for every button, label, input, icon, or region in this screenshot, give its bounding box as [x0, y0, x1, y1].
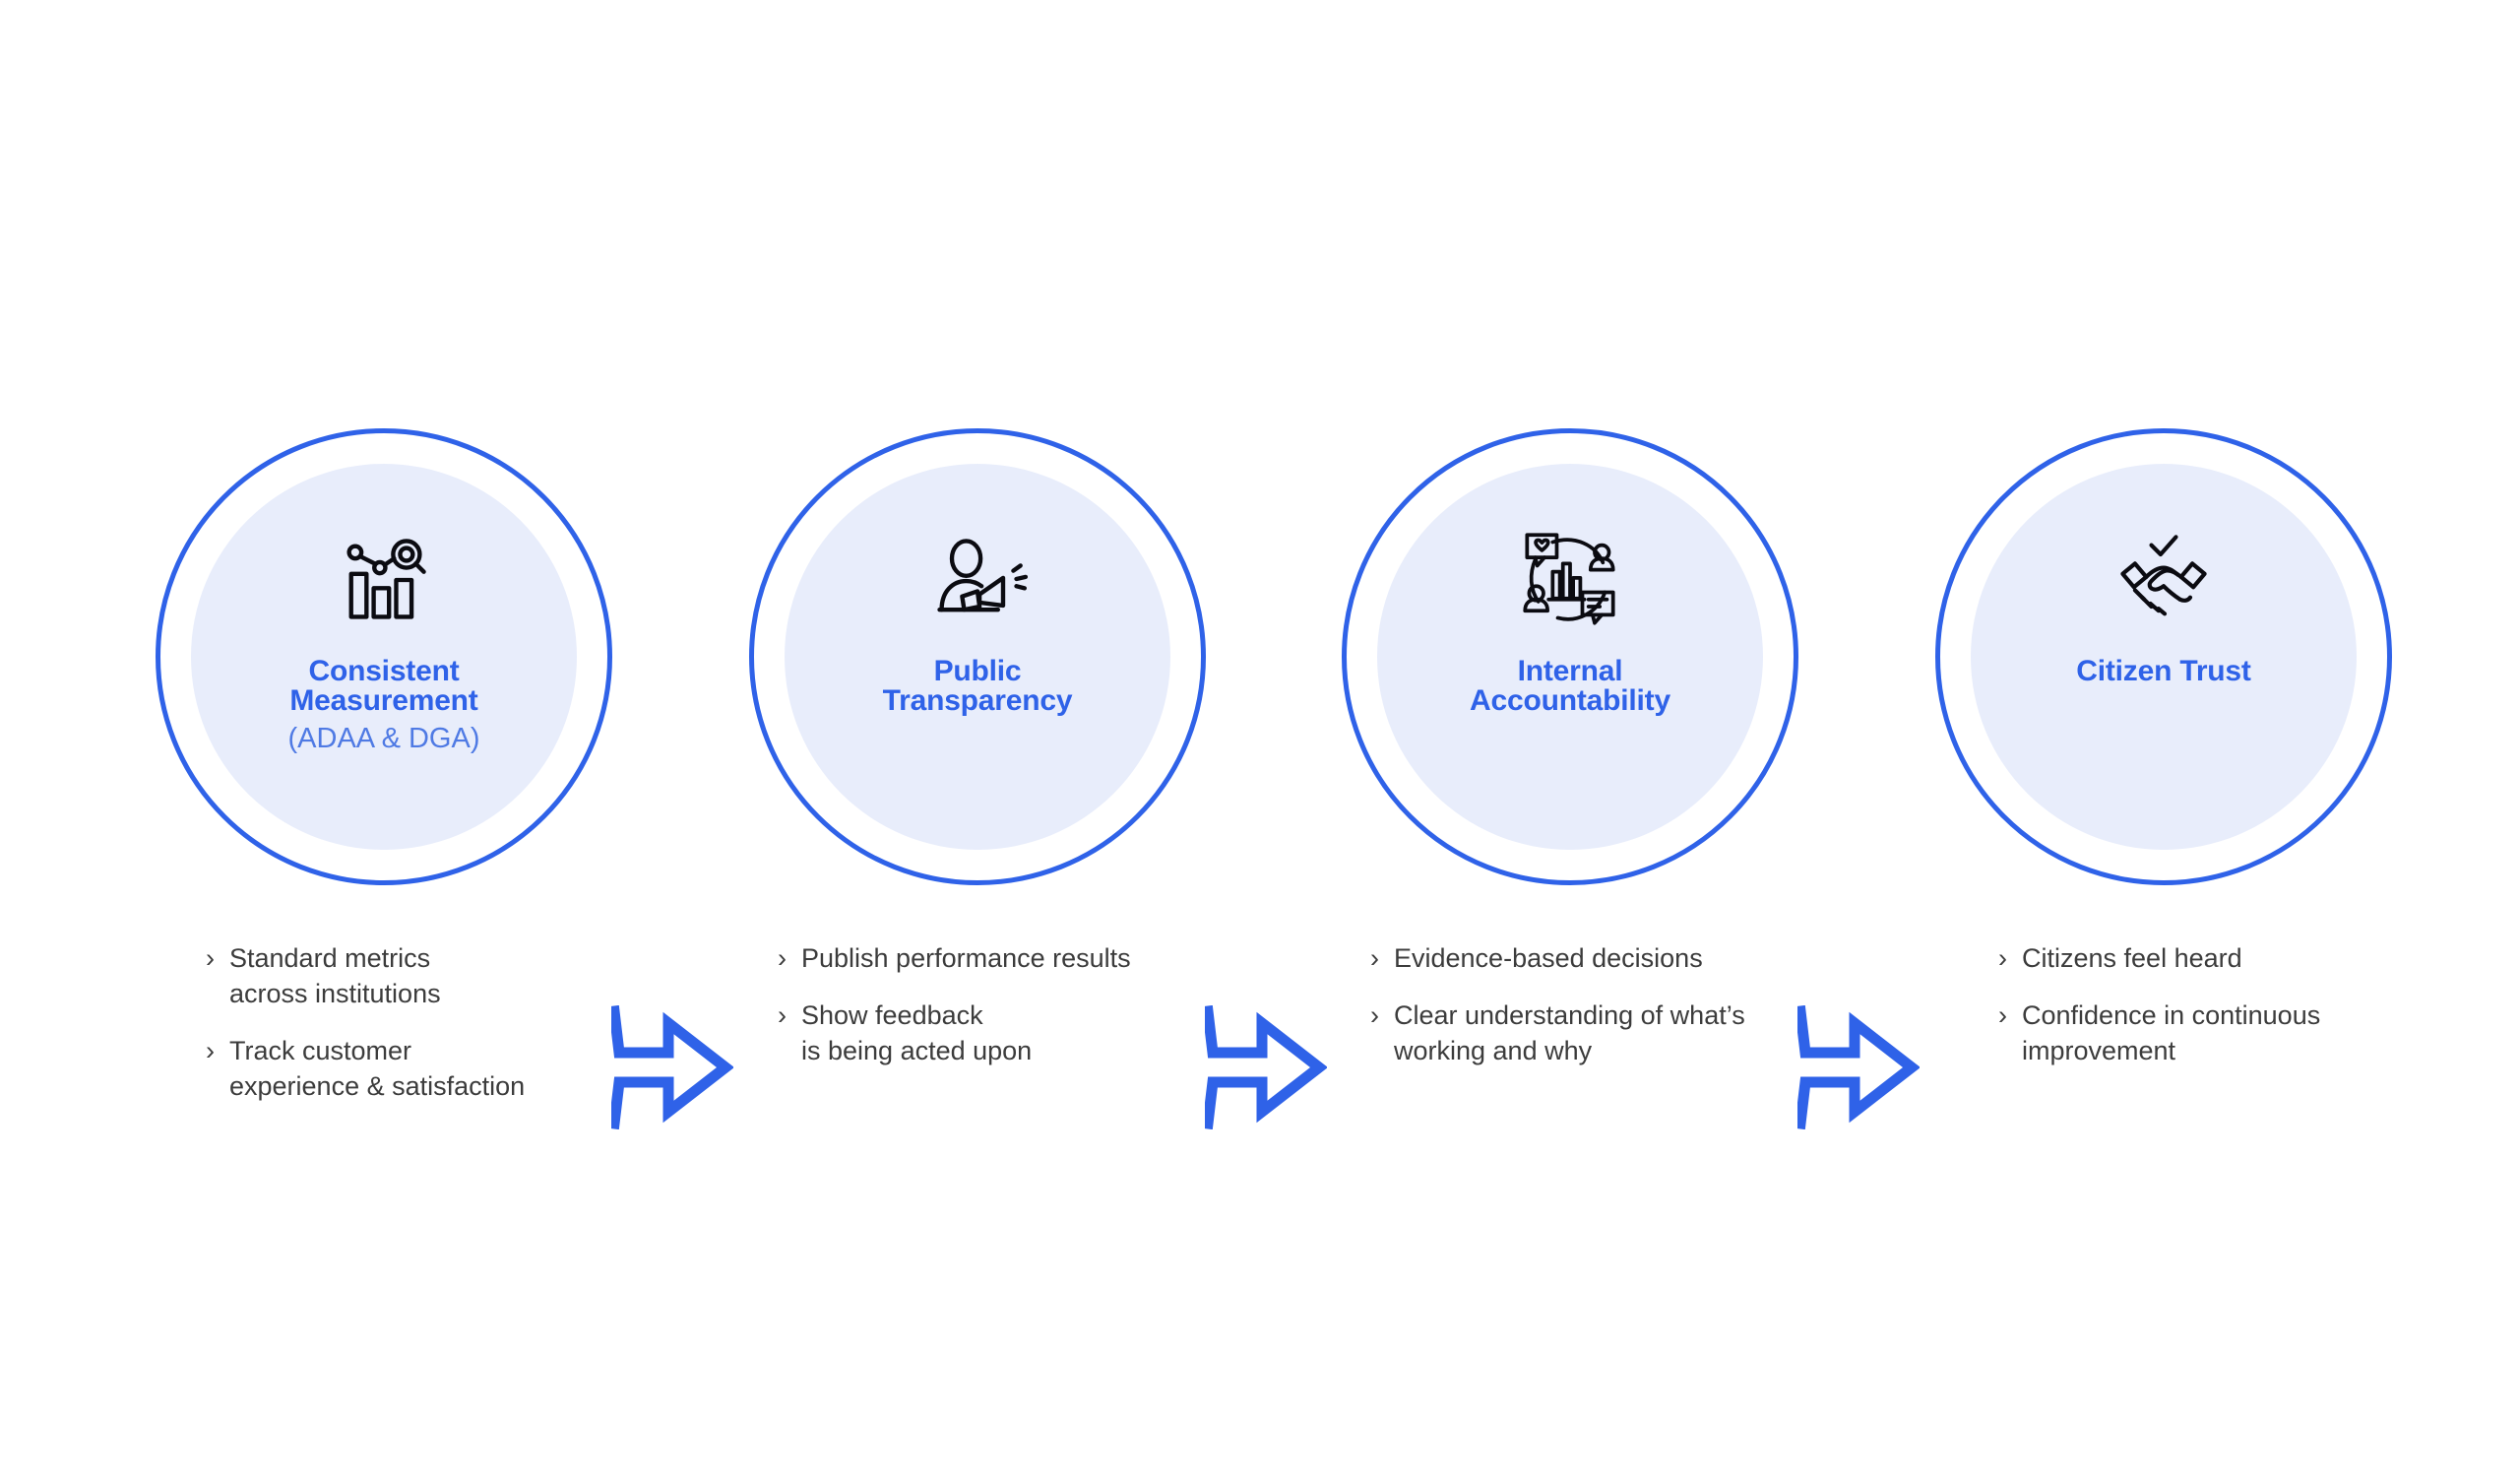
stage-title-line: Public	[933, 655, 1022, 687]
stage-ring-4	[1935, 428, 2392, 885]
arrow-stage3-to-stage4	[1797, 1005, 1920, 1129]
list-item: › Confidence in continuous improvement	[1998, 997, 2461, 1068]
list-item-text: Standard metrics across institutions	[229, 943, 441, 1008]
list-item: › Show feedback is being acted upon	[778, 997, 1201, 1068]
person-megaphone-icon	[926, 529, 1029, 631]
stage-title-line: Accountability	[1470, 684, 1670, 717]
list-item: › Publish performance results	[778, 940, 1201, 976]
stage-title-line: Citizen Trust	[2076, 655, 2251, 687]
list-item-text: Confidence in continuous improvement	[2022, 1000, 2321, 1065]
chevron-right-icon: ›	[206, 943, 215, 973]
arrow-right-icon	[611, 1005, 733, 1129]
stage-node-4[interactable]: Citizen Trust	[1935, 428, 2392, 885]
bullet-list-stage-4: › Citizens feel heard › Confidence in co…	[1998, 940, 2461, 1068]
arrow-stage2-to-stage3	[1205, 1005, 1327, 1129]
chevron-right-icon: ›	[1370, 1000, 1379, 1030]
chevron-right-icon: ›	[206, 1036, 215, 1065]
stage-node-1[interactable]: Consistent Measurement (ADAA & DGA)	[156, 428, 612, 885]
stage-node-3[interactable]: Internal Accountability	[1342, 428, 1798, 885]
stage-title-line: Consistent	[308, 655, 460, 687]
list-item: › Clear understanding of what’s working …	[1370, 997, 1833, 1068]
stage-subtitle-1: (ADAA & DGA)	[287, 723, 480, 754]
list-item: › Standard metrics across institutions	[206, 940, 619, 1011]
arrow-right-icon	[1797, 1005, 1920, 1129]
bar-chart-analytics-icon	[333, 529, 435, 631]
arrow-stage1-to-stage2	[611, 1005, 733, 1129]
handshake-check-icon	[2112, 529, 2215, 631]
chevron-right-icon: ›	[1370, 943, 1379, 973]
chevron-right-icon: ›	[778, 1000, 787, 1030]
feedback-loop-icon	[1519, 529, 1621, 631]
list-item-text: Evidence-based decisions	[1394, 943, 1703, 973]
stage-title-2: Public Transparency	[883, 657, 1073, 716]
chevron-right-icon: ›	[778, 943, 787, 973]
bullet-list-stage-1: › Standard metrics across institutions ›…	[206, 940, 619, 1104]
stage-title-3: Internal Accountability	[1470, 657, 1670, 716]
stage-ring-3	[1342, 428, 1798, 885]
list-item: › Track customer experience & satisfacti…	[206, 1033, 619, 1104]
list-item: › Evidence-based decisions	[1370, 940, 1833, 976]
stage-ring-2	[749, 428, 1206, 885]
stage-content-3: Internal Accountability	[1377, 464, 1763, 850]
stage-title-line: Transparency	[882, 684, 1073, 717]
arrow-right-icon	[1205, 1005, 1327, 1129]
chevron-right-icon: ›	[1998, 1000, 2007, 1030]
bullet-list-stage-2: › Publish performance results › Show fee…	[778, 940, 1201, 1068]
list-item-text: Citizens feel heard	[2022, 943, 2242, 973]
stage-title-4: Citizen Trust	[2076, 655, 2251, 687]
stage-node-2[interactable]: Public Transparency	[749, 428, 1206, 885]
stage-title-line: Measurement	[289, 684, 478, 717]
list-item-text: Track customer experience & satisfaction	[229, 1036, 526, 1101]
list-item-text: Publish performance results	[801, 943, 1131, 973]
stage-content-1: Consistent Measurement (ADAA & DGA)	[191, 464, 577, 850]
stage-content-2: Public Transparency	[785, 464, 1170, 850]
stage-ring-1	[156, 428, 612, 885]
list-item-text: Show feedback is being acted upon	[801, 1000, 1033, 1065]
stage-title-1: Consistent Measurement	[289, 657, 477, 716]
list-item-text: Clear understanding of what’s working an…	[1394, 1000, 1745, 1065]
chevron-right-icon: ›	[1998, 943, 2007, 973]
list-item: › Citizens feel heard	[1998, 940, 2461, 976]
stage-title-line: Internal	[1517, 655, 1623, 687]
stage-circles-row: Consistent Measurement (ADAA & DGA)	[0, 428, 2520, 1129]
stage-content-4: Citizen Trust	[1971, 464, 2357, 850]
bullet-list-stage-3: › Evidence-based decisions › Clear under…	[1370, 940, 1833, 1068]
